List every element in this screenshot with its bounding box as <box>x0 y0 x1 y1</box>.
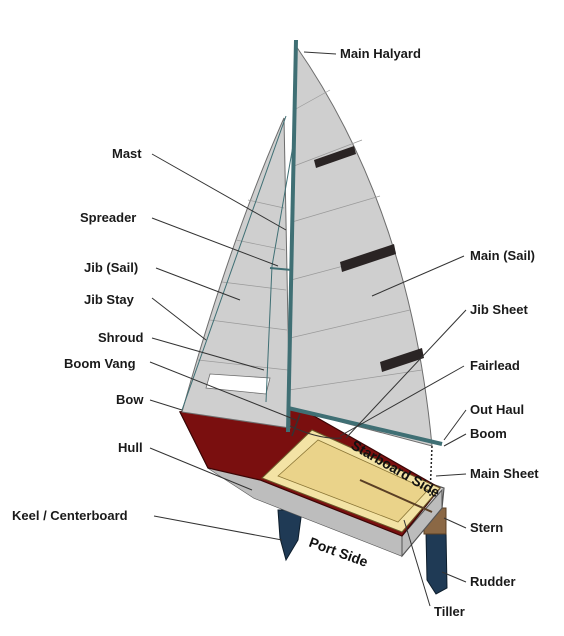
label-main-sail: Main (Sail) <box>470 248 535 263</box>
label-boom-vang: Boom Vang <box>64 356 136 371</box>
label-main-sheet: Main Sheet <box>470 466 539 481</box>
label-spreader: Spreader <box>80 210 136 225</box>
label-jib-sheet: Jib Sheet <box>470 302 528 317</box>
label-rudder: Rudder <box>470 574 516 589</box>
label-boom: Boom <box>470 426 507 441</box>
label-bow: Bow <box>116 392 144 407</box>
label-out-haul: Out Haul <box>470 402 524 417</box>
label-jib-stay: Jib Stay <box>84 292 135 307</box>
keel-shape <box>278 510 302 560</box>
main-sail <box>288 46 432 446</box>
rudder-blade <box>426 532 447 594</box>
label-stern: Stern <box>470 520 503 535</box>
label-shroud: Shroud <box>98 330 144 345</box>
label-mast: Mast <box>112 146 142 161</box>
label-hull: Hull <box>118 440 143 455</box>
label-tiller: Tiller <box>434 604 465 619</box>
label-jib-sail: Jib (Sail) <box>84 260 138 275</box>
label-main-halyard: Main Halyard <box>340 46 421 61</box>
label-keel-centerboard: Keel / Centerboard <box>12 508 128 523</box>
label-fairlead: Fairlead <box>470 358 520 373</box>
